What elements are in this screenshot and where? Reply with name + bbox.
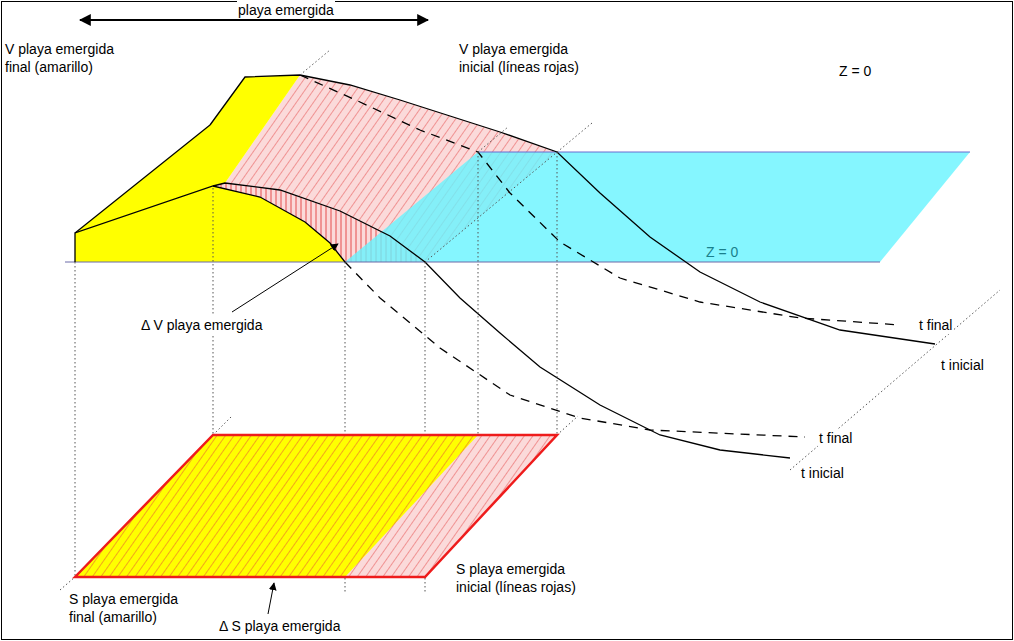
difference-label: Δ S playa emergida	[218, 617, 341, 635]
extent-arrow	[80, 19, 428, 21]
projection-lines	[60, 50, 1000, 592]
time-label: t inicial	[940, 356, 985, 374]
time-label: t inicial	[800, 464, 845, 482]
leader-arrow	[232, 244, 338, 312]
beach-profiles	[75, 75, 935, 458]
surface-label: S playa emergida inicial (líneas rojas)	[455, 560, 589, 596]
final-volume	[75, 75, 345, 262]
time-label: t final	[918, 316, 953, 334]
extent-label: playa emergida	[237, 1, 335, 19]
sea-surface	[345, 152, 970, 262]
volume-label: V playa emergida inicial (líneas rojas)	[458, 40, 592, 76]
zero-level-line	[478, 152, 970, 153]
zero-level-line	[65, 262, 880, 263]
plan-view	[75, 435, 557, 577]
leader-arrow	[268, 583, 274, 614]
time-label: t final	[818, 429, 853, 447]
difference-label: Δ V playa emergida	[140, 316, 263, 334]
surface-label: S playa emergida final (amarillo)	[68, 590, 192, 626]
level-label: Z = 0	[838, 62, 872, 80]
volume-label: V playa emergida final (amarillo)	[4, 40, 128, 76]
level-label: Z = 0	[705, 243, 739, 261]
